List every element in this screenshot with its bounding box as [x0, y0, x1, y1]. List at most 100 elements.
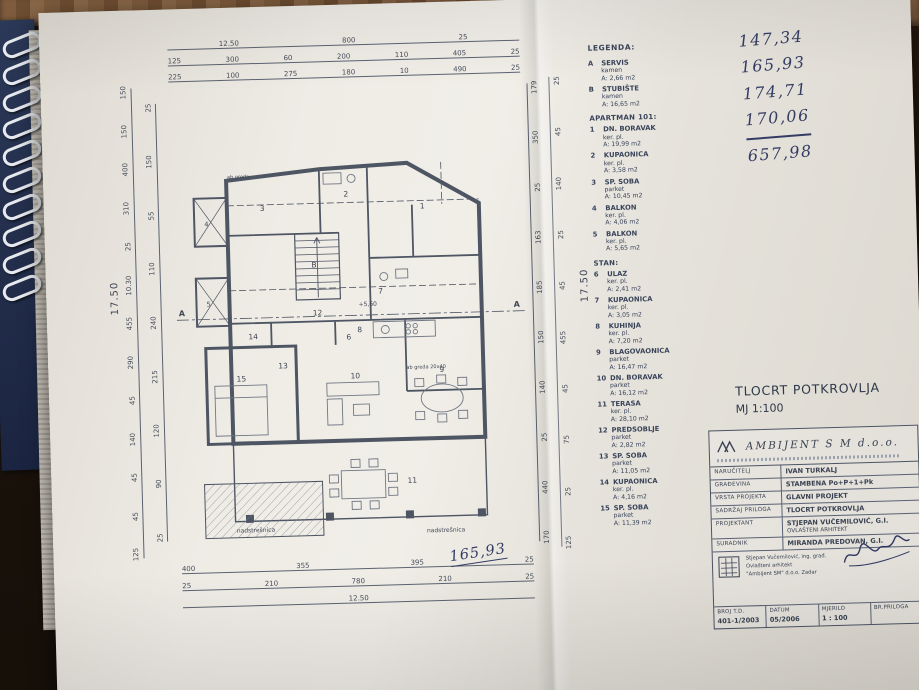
- legend-item-name: SERVIS: [601, 58, 629, 68]
- dimension-label: 179: [530, 80, 539, 95]
- legend-item: 6 ULAZ ker. pl. A: 2,41 m2: [594, 266, 750, 293]
- terrace-post: [477, 508, 487, 517]
- titleblock-row-label: NARUČITELJ: [710, 465, 782, 480]
- room-label-15: 15: [236, 374, 246, 383]
- room-label-5: 5: [206, 300, 210, 308]
- legend-item-name: KUHINJA: [608, 321, 642, 331]
- kitchen-counter: [372, 319, 436, 339]
- dimension-label: 120: [152, 423, 162, 438]
- stair-label-B: B: [311, 260, 316, 269]
- dimension-label: 25: [458, 33, 468, 42]
- dimension-label: 210: [438, 574, 452, 584]
- legend-item-code: 9: [595, 348, 601, 357]
- legend-item-name: TERASA: [610, 399, 641, 409]
- dimension-label: 440: [541, 480, 550, 494]
- dimension-label: 45: [128, 396, 137, 406]
- legend-item: 11 TERASA ker. pl. A: 28,10 m2: [597, 396, 753, 423]
- canopy-hatch: [204, 480, 325, 540]
- legend-item: B STUBIŠTE kamen A: 16,65 m2: [589, 81, 745, 108]
- dimension-label: 125: [132, 547, 141, 562]
- dimension-label: 290: [126, 355, 136, 369]
- terrace-table: [340, 469, 387, 500]
- room-label-3: 3: [260, 204, 265, 213]
- dimension-label: 125: [167, 57, 182, 66]
- dining-table: [420, 383, 464, 413]
- legend-item-code: B: [588, 85, 594, 94]
- titleblock-row-label: SURADNIK: [712, 537, 784, 552]
- drawing-title: TLOCRT POTKROVLJA MJ 1:100: [735, 380, 881, 416]
- room-label-2: 2: [343, 189, 348, 198]
- legend-item: 4 BALKON ker. pl. A: 4,06 m2: [592, 200, 748, 227]
- canopy-label-left: nadstrešnica: [237, 527, 276, 535]
- room-label-11: 11: [407, 476, 417, 485]
- legend-item: APARTMAN 101:: [589, 110, 744, 123]
- legend-item-name: BALKON: [605, 229, 638, 238]
- dimension-label: 25: [540, 432, 549, 442]
- dimension-label: 110: [394, 50, 409, 60]
- dimension-label: 150: [537, 330, 546, 344]
- titleblock-value: IVAN TURKALJ: [785, 465, 838, 476]
- section-marker-right: A: [514, 300, 521, 309]
- dimension-label: 75: [562, 435, 571, 445]
- company-logo-icon: [717, 439, 736, 453]
- dimension-label: 300: [225, 55, 240, 64]
- dimension-label: 25: [533, 182, 542, 192]
- dimension-label: 25: [552, 76, 561, 86]
- titleblock-value: STAMBENA Po+P+1+Pk: [785, 477, 874, 489]
- toilet: [346, 173, 356, 183]
- dimension-label: 140: [555, 176, 564, 191]
- room-label-6: 6: [346, 332, 351, 341]
- company-address-line: [717, 454, 900, 463]
- titleblock-row-label: VRSTA PROJEKTA: [710, 491, 783, 506]
- dimension-label: 455: [559, 330, 568, 344]
- legend-item-name: KUPAONICA: [612, 477, 658, 487]
- titleblock-bottom-cell: DATUM 05/2006: [766, 604, 820, 627]
- legend-section-header: APARTMAN 101:: [589, 112, 657, 123]
- balcony-cross-marks: [193, 197, 231, 327]
- legend-item-name: DN. BORAVAK: [603, 124, 656, 134]
- terrace-post: [405, 510, 415, 519]
- titleblock-row-label: SADRŽAJ PRILOGA: [711, 504, 783, 519]
- dimension-label: 150: [119, 85, 128, 100]
- floor-plan-drawing: 1 2 3 4 5 6 7 8 9 10 11 12 13 14 15 B A: [176, 160, 525, 540]
- room-label-7: 7: [378, 287, 383, 296]
- dimension-label: 490: [453, 65, 467, 74]
- dimension-label: 310: [122, 201, 131, 215]
- dimension-label: 45: [130, 472, 139, 483]
- sofa: [326, 381, 380, 397]
- dimension-label: 200: [336, 52, 351, 61]
- dimension-label: 150: [145, 154, 154, 169]
- dimension-label: 55: [146, 210, 156, 221]
- titleblock-value: GLAVNI PROJEKT: [786, 491, 848, 502]
- legend-item: 7 KUPAONICA ker. pl. A: 3,05 m2: [594, 292, 750, 319]
- dimension-label: 350: [531, 130, 541, 145]
- stair-arrow: [313, 237, 321, 298]
- room-label-4: 4: [204, 220, 208, 228]
- dimension-label: 25: [182, 582, 192, 591]
- dimension-label: 780: [351, 577, 366, 586]
- legend-item-code: 3: [591, 178, 597, 187]
- legend-item: 10 DN. BORAVAK parket A: 16,12 m2: [597, 370, 753, 397]
- dimension-label: 395: [410, 558, 425, 567]
- titleblock-row-label: PROJEKTANT: [711, 517, 784, 539]
- signature: [843, 535, 910, 567]
- beam-annotation-short: ab greda: [227, 174, 249, 181]
- titleblock-bottom-strip: BROJ T.D. 401-1/2003 DATUM 05/2006 MJERI…: [714, 602, 919, 629]
- terrace-post: [325, 512, 335, 521]
- dimension-label: 10: [399, 66, 409, 75]
- balcony-lower: [194, 276, 232, 328]
- legend-item-name: DN. BORAVAK: [609, 372, 663, 383]
- bathtub: [322, 172, 342, 185]
- furniture-layer: [214, 172, 469, 510]
- legend-item-name: KUPAONICA: [607, 295, 653, 305]
- legend-item-code: 7: [594, 296, 600, 305]
- dimension-label: 25: [123, 242, 132, 252]
- dimension-label: 110: [148, 262, 157, 277]
- balcony-upper: [192, 196, 229, 248]
- dimension-label: 25: [143, 103, 153, 113]
- legend-item: A SERVIS kamen A: 2,66 m2: [588, 55, 744, 82]
- dimension-label: 25: [524, 555, 534, 564]
